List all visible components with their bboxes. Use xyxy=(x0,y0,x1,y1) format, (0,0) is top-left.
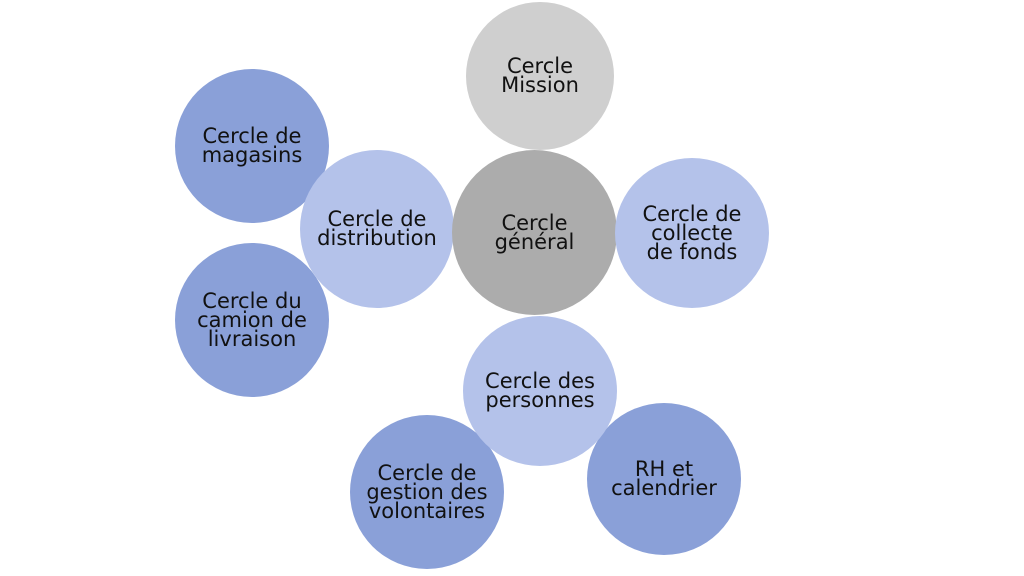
circle-volontaires-label: Cercle de gestion des volontaires xyxy=(366,460,488,523)
circle-distribution: Cercle de distribution xyxy=(300,150,454,308)
circle-general: Cercle général xyxy=(452,150,617,315)
circle-gestion-volontaires: Cercle de gestion des volontaires xyxy=(350,415,504,569)
circle-personnes: Cercle des personnes xyxy=(463,316,617,466)
circle-collecte-de-fonds: Cercle de collecte de fonds xyxy=(615,158,769,308)
circle-camion-livraison: Cercle du camion de livraison xyxy=(175,243,329,397)
circle-mission: Cercle Mission xyxy=(466,2,614,150)
circle-magasins-label: Cercle de magasins xyxy=(201,124,303,167)
circle-camion-label: Cercle du camion de livraison xyxy=(197,288,307,351)
circle-magasins: Cercle de magasins xyxy=(175,69,329,223)
circle-personnes-label: Cercle des personnes xyxy=(485,369,595,412)
circle-general-label: Cercle général xyxy=(494,210,575,254)
circle-rh-label: RH et calendrier xyxy=(611,457,717,500)
circle-collecte-label: Cercle de collecte de fonds xyxy=(642,201,742,264)
circle-mission-label: Cercle Mission xyxy=(501,54,579,97)
circle-distribution-label: Cercle de distribution xyxy=(317,207,437,250)
circle-rh-calendrier: RH et calendrier xyxy=(587,403,741,555)
